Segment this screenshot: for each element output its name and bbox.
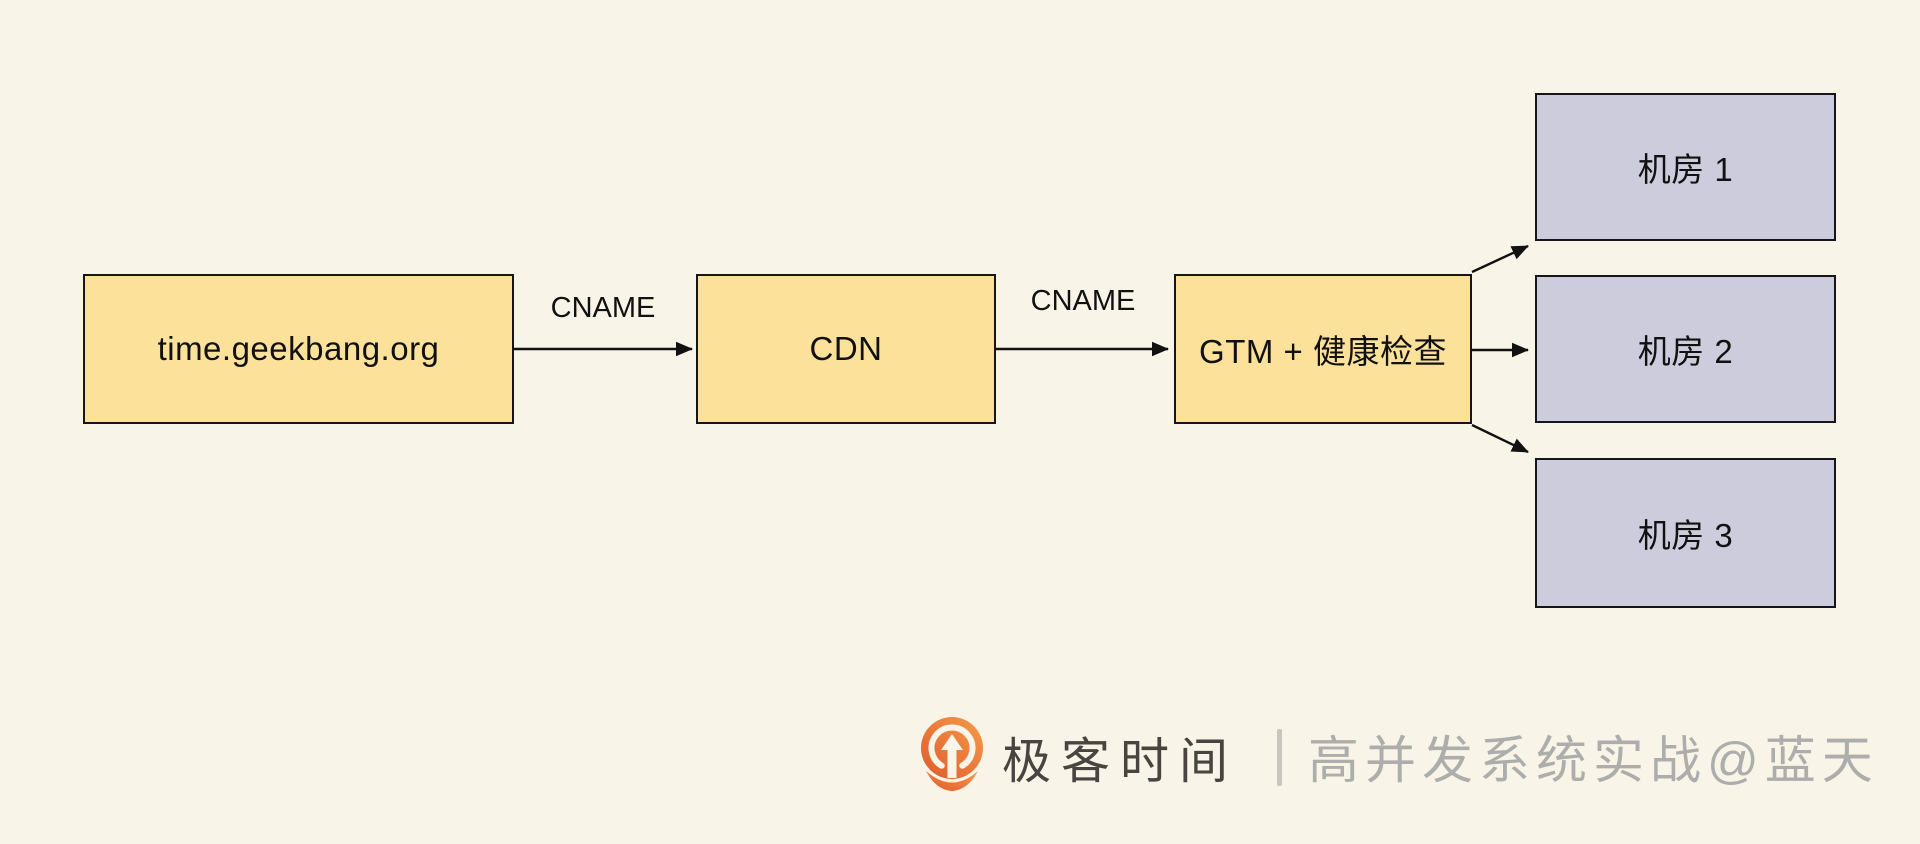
node-datacenter-1: 机房 1 xyxy=(1535,93,1836,241)
node-datacenter-1-label: 机房 1 xyxy=(1637,151,1734,188)
node-cdn-label: CDN xyxy=(809,330,883,367)
node-cdn: CDN xyxy=(696,274,996,424)
node-gtm-health-check: GTM + 健康检查 xyxy=(1174,274,1472,424)
brand-name: 极客时间 xyxy=(1002,735,1239,789)
node-origin-domain-label: time.geekbang.org xyxy=(157,330,440,367)
footer-divider xyxy=(1277,729,1282,786)
edge-label-cname-1: CNAME xyxy=(551,292,656,324)
node-datacenter-3: 机房 3 xyxy=(1535,458,1836,608)
node-datacenter-2: 机房 2 xyxy=(1535,275,1836,423)
edge-gtm-to-idc3 xyxy=(1471,423,1529,454)
watermark-text: 高并发系统实战@蓝天 xyxy=(1308,732,1879,789)
node-datacenter-3-label: 机房 3 xyxy=(1637,517,1734,554)
node-gtm-health-check-label: GTM + 健康检查 xyxy=(1199,333,1447,370)
node-origin-domain: time.geekbang.org xyxy=(83,274,514,424)
edge-gtm-to-idc1 xyxy=(1471,244,1529,274)
geektime-logo-icon xyxy=(921,717,983,791)
edge-label-cname-2: CNAME xyxy=(1031,285,1136,317)
node-datacenter-2-label: 机房 2 xyxy=(1637,333,1734,370)
